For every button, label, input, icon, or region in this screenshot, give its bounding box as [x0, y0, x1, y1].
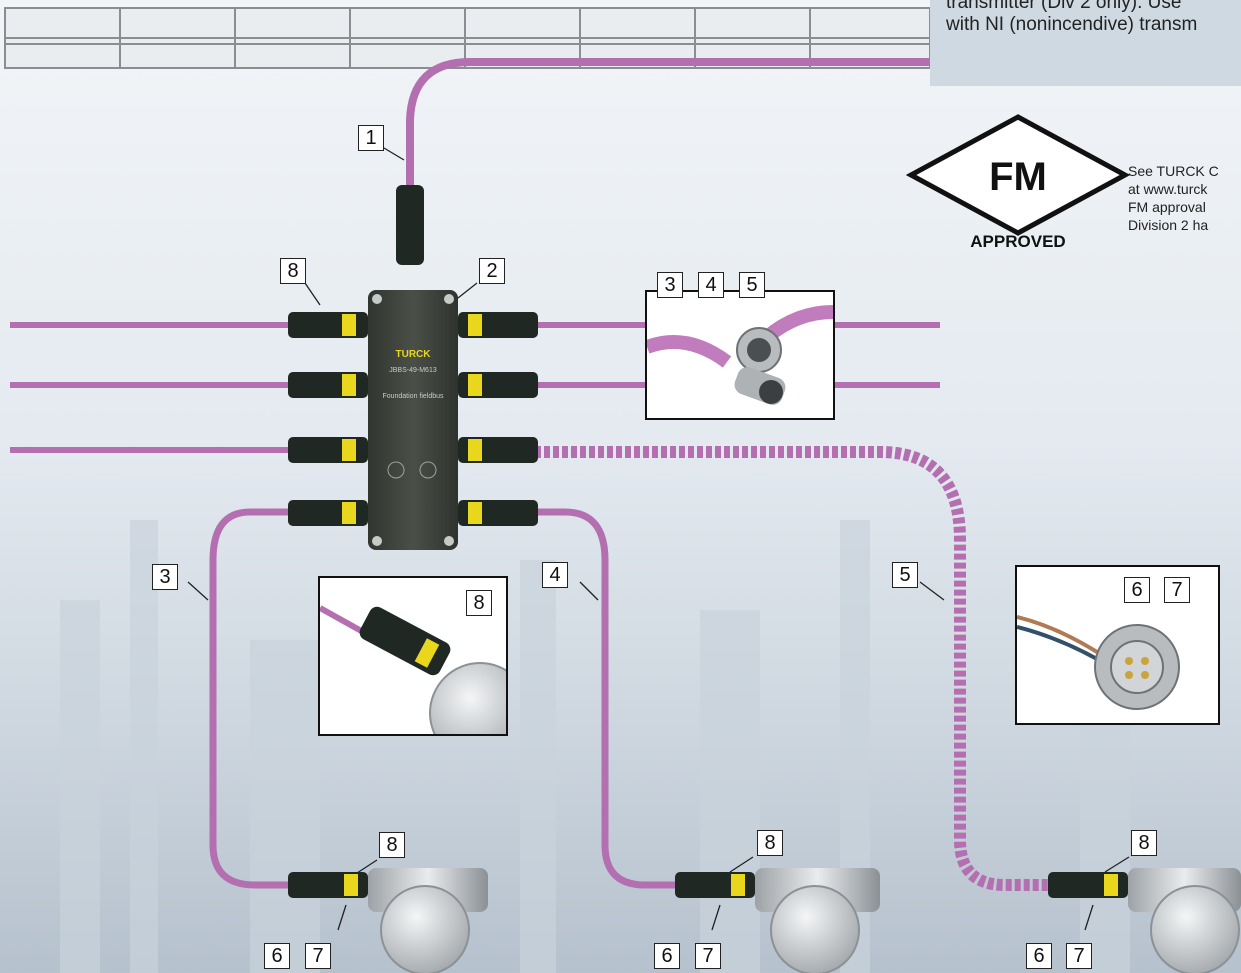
note-line-1: transmitter (Div 2 only). Use [946, 0, 1182, 13]
callout-device2-8: 8 [757, 830, 783, 856]
approval-note: transmitter (Div 2 only). Use with NI (n… [930, 0, 1241, 86]
spur-cable-5 [535, 446, 1052, 891]
note-line-2: with NI (nonincendive) transm [946, 14, 1198, 35]
fm-approved-label: APPROVED [970, 232, 1065, 251]
callout-device1-7: 7 [305, 943, 331, 969]
callout-spur-4: 4 [542, 562, 568, 588]
fm-text-line-1: See TURCK C [1128, 163, 1219, 179]
callout-junction-2: 2 [479, 258, 505, 284]
callout-device1-8: 8 [379, 832, 405, 858]
callout-receptacle-7: 7 [1164, 577, 1190, 603]
junction-model: JBBS-49-M613 [389, 367, 437, 374]
junction-subtitle: Foundation fieldbus [382, 393, 444, 400]
cable-connector-illustration [647, 305, 833, 405]
receptacle-illustration [1017, 615, 1180, 710]
callout-left-connector-8: 8 [280, 258, 306, 284]
callout-device3-6: 6 [1026, 943, 1052, 969]
junction-left-connectors [288, 312, 368, 526]
fm-reference-text: See TURCK C at www.turck FM approval Div… [1128, 162, 1241, 234]
junction-right-connectors [458, 312, 538, 526]
trunk-cable [406, 58, 934, 204]
callout-spur-3: 3 [152, 564, 178, 590]
spur-cable-3 [209, 508, 295, 889]
callout-device2-7: 7 [695, 943, 721, 969]
field-device-2 [675, 868, 880, 973]
junction-box: TURCK JBBS-49-M613 Foundation fieldbus [368, 290, 458, 550]
leader-lines [187, 147, 1130, 931]
fm-text-line-2: at www.turck [1128, 181, 1208, 197]
fm-approved-badge: FM APPROVED [905, 114, 1131, 251]
field-device-1 [288, 868, 488, 973]
callout-cable-3: 3 [657, 272, 683, 298]
callout-device2-6: 6 [654, 943, 680, 969]
trunk-connector [396, 185, 424, 265]
field-device-3 [1048, 868, 1241, 973]
spur-cable-4 [535, 508, 680, 889]
callout-cable-5: 5 [739, 272, 765, 298]
fm-text-line-3: FM approval [1128, 199, 1206, 215]
cable-connector-photo [645, 290, 835, 420]
right-spur-cables [535, 322, 940, 388]
left-spur-cables [10, 322, 290, 453]
callout-receptacle-6: 6 [1124, 577, 1150, 603]
fm-text-line-4: Division 2 ha [1128, 217, 1209, 233]
callout-spur-5: 5 [892, 562, 918, 588]
fm-mark: FM [989, 155, 1047, 199]
callout-device3-8: 8 [1131, 830, 1157, 856]
callout-cable-4: 4 [698, 272, 724, 298]
callout-trunk-1: 1 [358, 125, 384, 151]
junction-brand: TURCK [396, 349, 432, 360]
background-plant [60, 520, 1130, 973]
connector-inset-illustration [320, 605, 506, 734]
callout-inset-8: 8 [466, 590, 492, 616]
callout-device1-6: 6 [264, 943, 290, 969]
callout-device3-7: 7 [1066, 943, 1092, 969]
